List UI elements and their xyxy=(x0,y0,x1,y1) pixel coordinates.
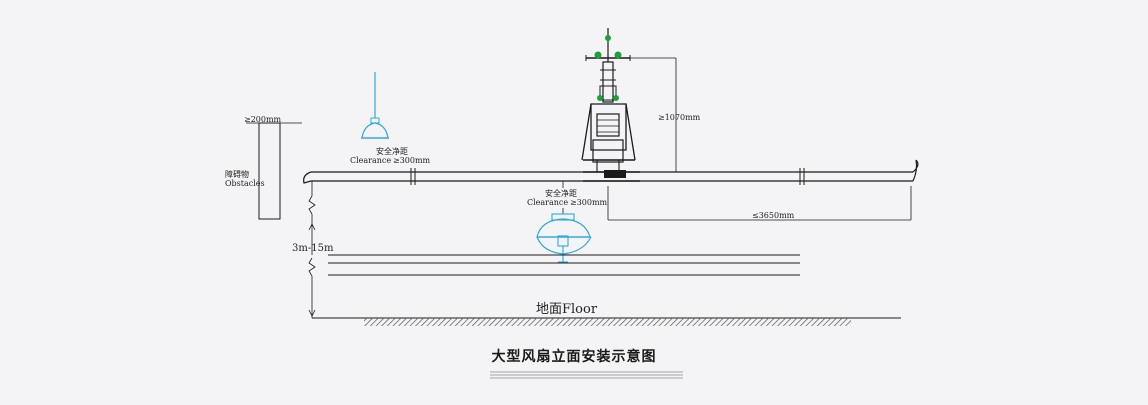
obstacle-clearance-label: ≥200mm xyxy=(244,115,282,124)
lower-clearance-label-en: Clearance xyxy=(527,198,568,207)
air-conditioner-icon xyxy=(536,213,592,263)
floor xyxy=(312,317,901,326)
ceiling-lamp-icon xyxy=(361,72,389,139)
mid-level-lines xyxy=(328,254,800,276)
obstacle-wall xyxy=(246,122,302,220)
fan-motor-icon xyxy=(581,28,640,182)
obstacle-label-cn: 障碍物 xyxy=(225,169,249,179)
blade-radius-label: ≤3650mm xyxy=(752,211,795,220)
lamp-clearance-label-en: Clearance xyxy=(350,156,391,165)
blade-radius-dimension xyxy=(607,186,912,221)
height-label: 3m-15m xyxy=(292,243,334,254)
lower-clearance-label-cn: 安全净距 xyxy=(545,188,577,198)
title-underline xyxy=(490,371,683,379)
height-dimension xyxy=(308,181,316,318)
obstacle-label-en: Obstacles xyxy=(225,179,265,188)
lamp-clearance-value: ≥300mm xyxy=(393,156,431,165)
mount-height-dimension xyxy=(626,57,677,172)
mount-height-label: ≥1070mm xyxy=(658,113,701,122)
floor-label: 地面Floor xyxy=(536,302,598,317)
lower-clearance-value: ≥300mm xyxy=(570,198,608,207)
lamp-clearance-label-cn: 安全净距 xyxy=(376,146,408,156)
diagram-title: 大型风扇立面安装示意图 xyxy=(491,349,657,365)
